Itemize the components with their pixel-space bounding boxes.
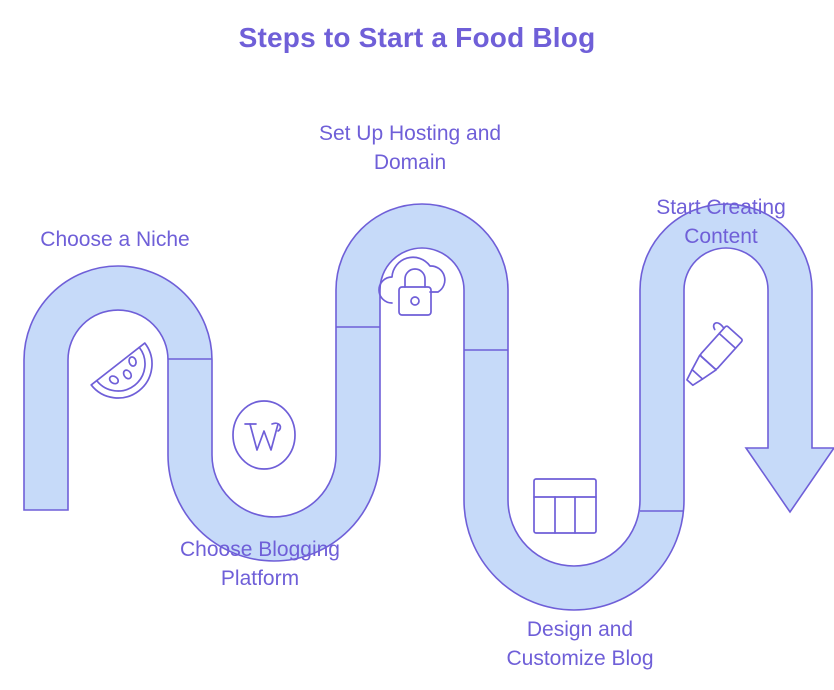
step-label-set-up-hosting-and-domain: Set Up Hosting and Domain [318,122,502,174]
step-label-choose-blogging-platform: Choose Blogging Platform [180,538,340,590]
cloud-lock-icon [378,256,446,316]
watermelon-slice-icon [90,342,153,399]
step-label-choose-a-niche: Choose a Niche [40,228,190,251]
page-title: Steps to Start a Food Blog [238,22,596,53]
step-label-design-and-customize-blog: Design and Customize Blog [506,618,654,670]
layout-columns-icon [533,478,597,534]
wordpress-w-circle-icon [232,400,296,470]
pen-marker-icon [686,322,743,387]
step-label-start-creating-content: Start Creating Content [656,196,786,248]
